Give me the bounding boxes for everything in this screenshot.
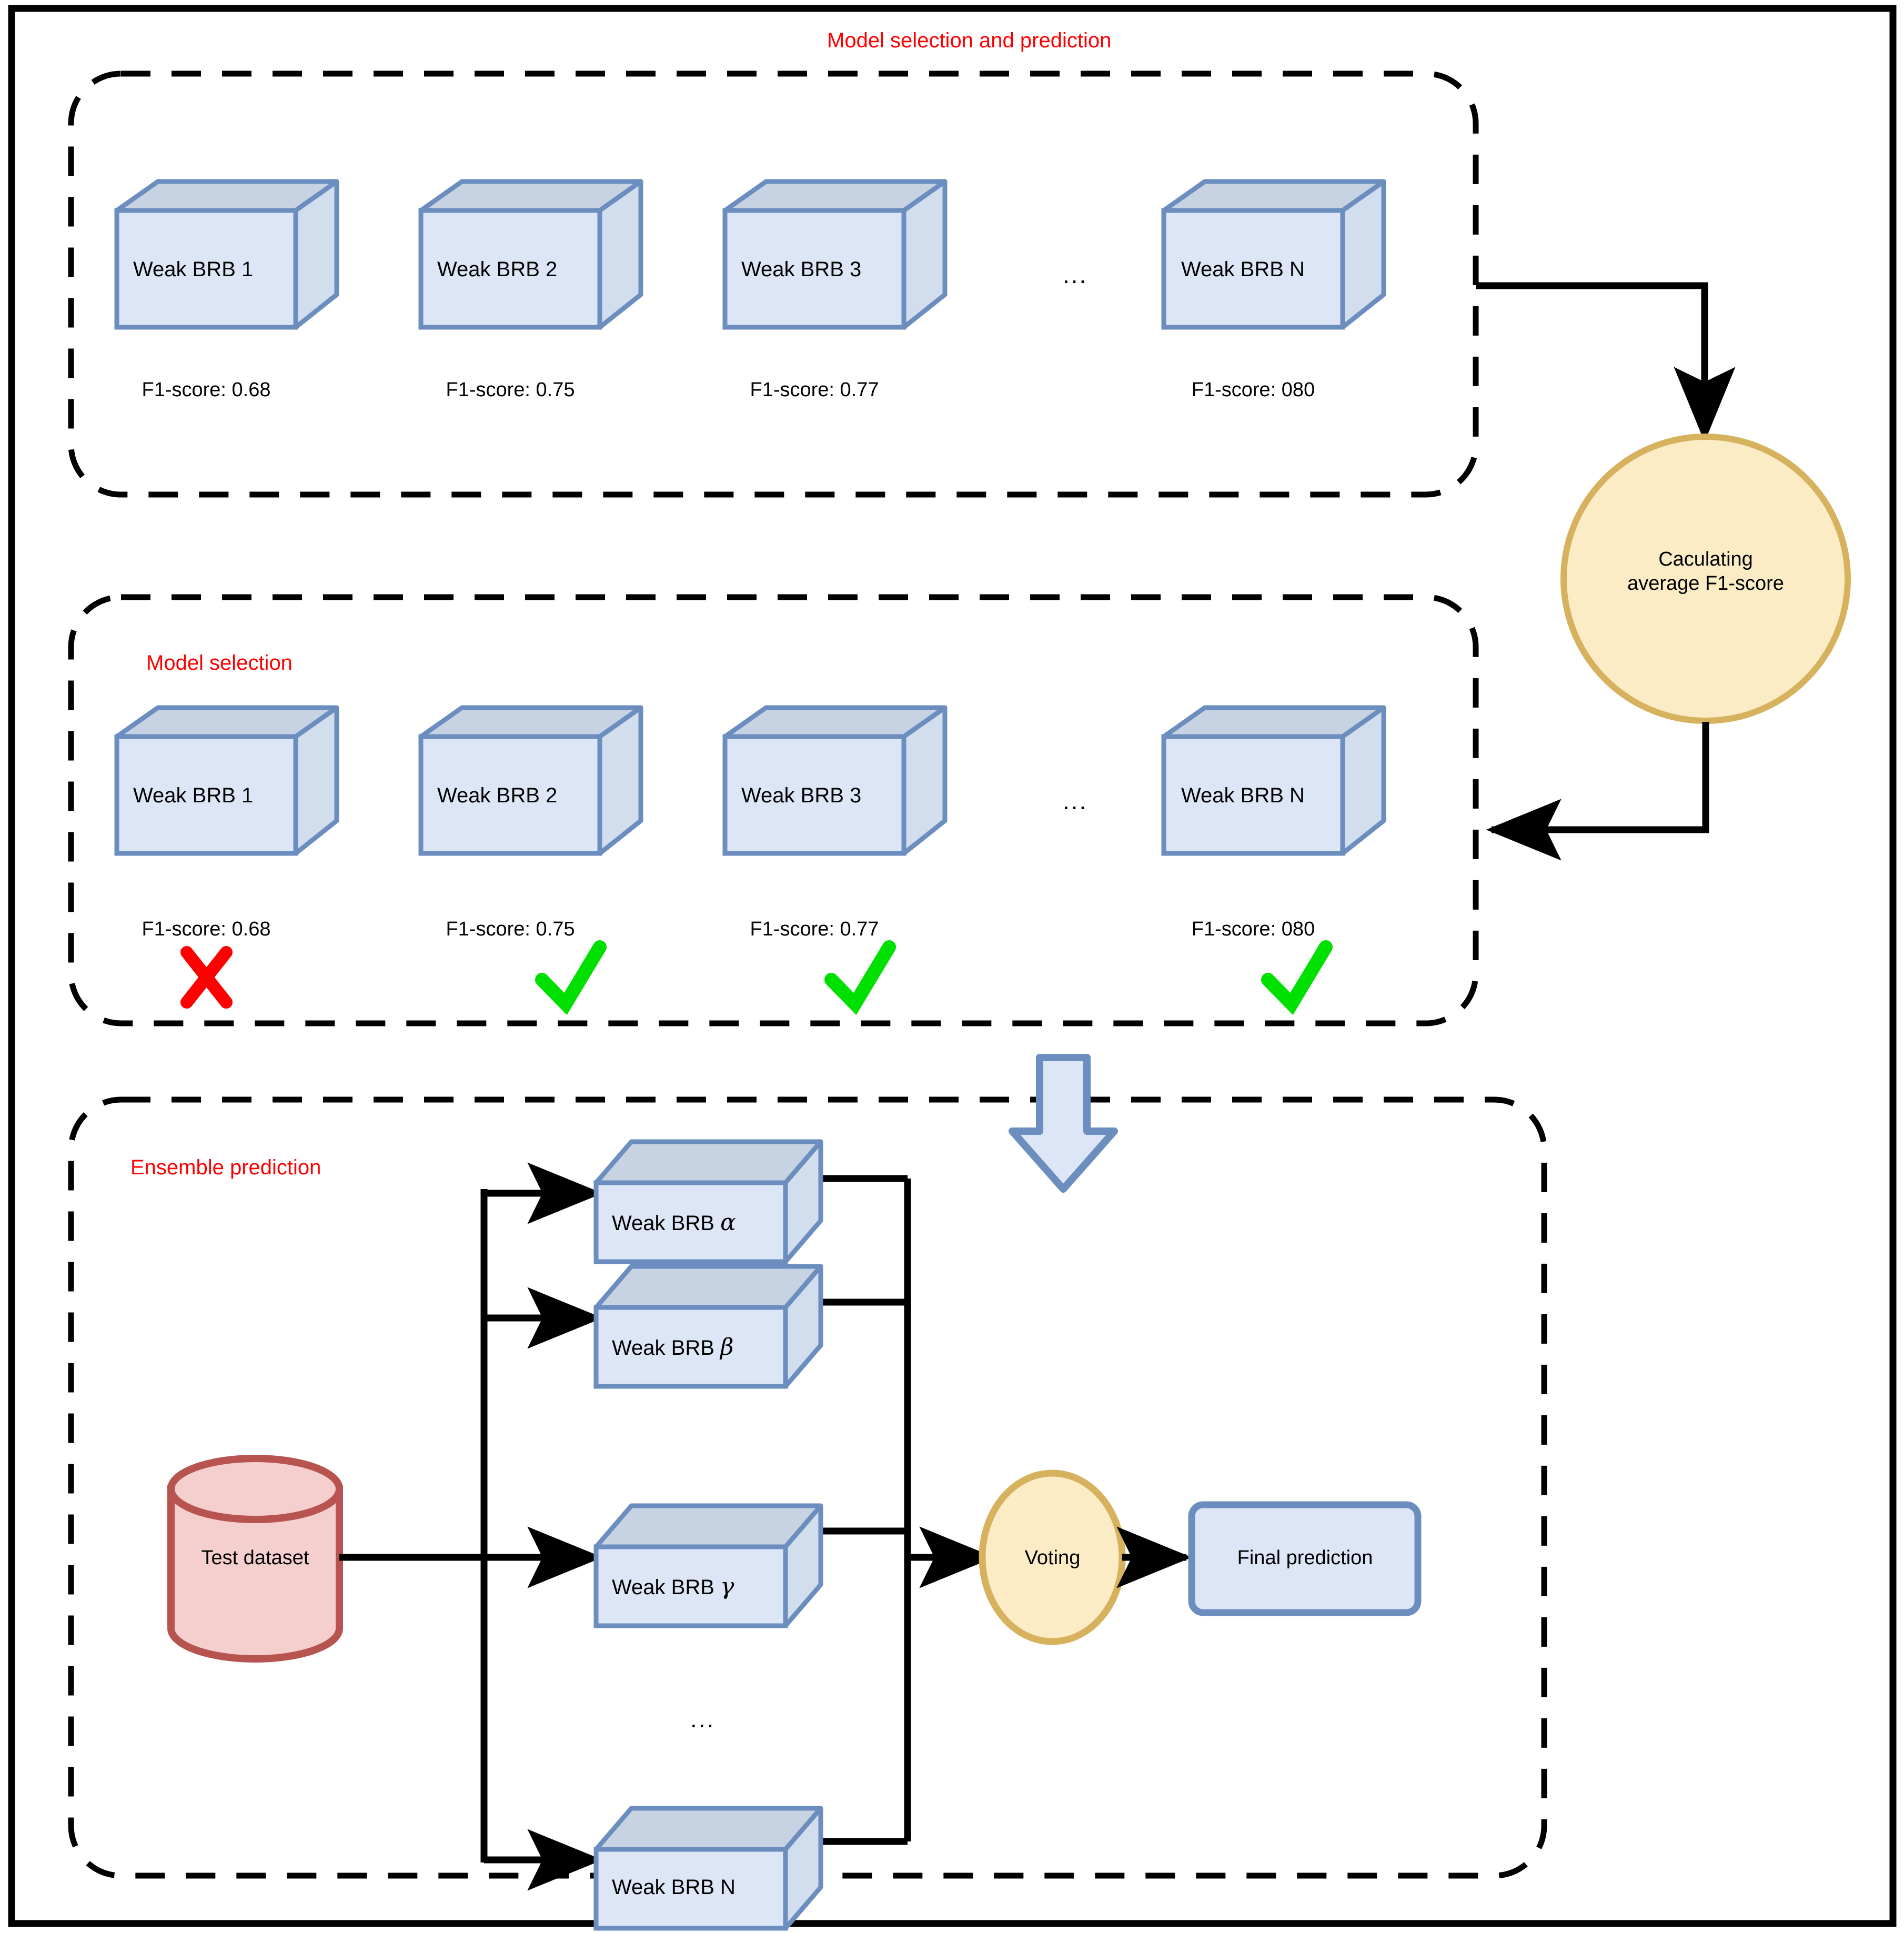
check-icon [535,940,607,1015]
brb-symbol: α [720,1209,736,1236]
ellipsis: ... [1063,787,1088,814]
brb-box-3d [593,1806,823,1931]
calc-average-f1-circle [1560,434,1851,724]
check-icon [824,940,896,1015]
f1-score-label: F1-score: 0.75 [446,918,575,940]
brb-symbol: γ [720,1573,734,1600]
test-dataset-cylinder [167,1455,343,1663]
brb-prefix: Weak BRB [612,1212,720,1235]
brb-prefix: Weak BRB [612,1876,720,1899]
cross-icon [180,946,233,1009]
brb-box-label: Weak BRB β [612,1334,733,1361]
section-title-ensemble-prediction: Ensemble prediction [130,1156,321,1179]
brb-box-label: Weak BRB N [1181,784,1305,807]
check-icon [1261,940,1333,1015]
f1-score-label: F1-score: 0.75 [446,379,575,401]
brb-box-3d [593,1264,823,1389]
brb-box-label: Weak BRB 2 [437,258,558,281]
brb-box-label: Weak BRB γ [612,1573,734,1600]
brb-box-3d [722,179,948,330]
ellipsis: ... [1063,261,1088,288]
brb-box-3d [722,705,948,856]
outer-frame [8,5,1897,1927]
f1-score-label: F1-score: 0.77 [750,379,879,401]
f1-score-label: F1-score: 080 [1191,918,1315,940]
calc-line-2: average F1-score [1627,572,1784,595]
brb-box-label: Weak BRB 1 [133,258,254,281]
brb-symbol: N [720,1876,736,1899]
brb-box-3d [1161,179,1386,330]
calc-average-f1-label: Caculating average F1-score [1590,547,1821,596]
down-arrow-icon [1009,1054,1118,1193]
brb-box-label: Weak BRB 3 [741,258,862,281]
brb-box-label: Weak BRB 1 [133,784,254,807]
f1-score-label: F1-score: 0.68 [142,918,271,940]
brb-prefix: Weak BRB [612,1576,720,1599]
test-dataset-label: Test dataset [201,1547,309,1569]
brb-box-3d [1161,705,1386,856]
brb-box-3d [418,179,643,330]
brb-box-label: Weak BRB N [1181,258,1305,281]
brb-box-3d [114,179,339,330]
voting-label: Voting [1024,1547,1081,1569]
brb-box-3d [593,1139,823,1264]
brb-box-label: Weak BRB α [612,1209,736,1236]
brb-box-3d [593,1503,823,1628]
f1-score-label: F1-score: 0.68 [142,379,271,401]
edge-from-calc [1486,722,1709,861]
brb-box-3d [418,705,643,856]
section-title-model-selection: Model selection [146,651,293,674]
brb-box-label: Weak BRB 2 [437,784,558,807]
section-title-model-selection-and-prediction: Model selection and prediction [827,29,1112,52]
final-prediction-label: Final prediction [1237,1547,1373,1569]
calc-line-1: Caculating [1658,548,1753,570]
ellipsis: ... [690,1705,716,1733]
brb-prefix: Weak BRB [612,1336,720,1360]
brb-box-label: Weak BRB 3 [741,784,862,807]
panel-model-selection [68,594,1479,1026]
brb-symbol: β [720,1334,734,1361]
edge-to-calc [1476,282,1736,442]
brb-box-3d [114,705,339,856]
brb-box-label: Weak BRB N [612,1876,736,1899]
f1-score-label: F1-score: 080 [1191,379,1315,401]
final-prediction-box [1188,1501,1422,1616]
f1-score-label: F1-score: 0.77 [750,918,879,940]
